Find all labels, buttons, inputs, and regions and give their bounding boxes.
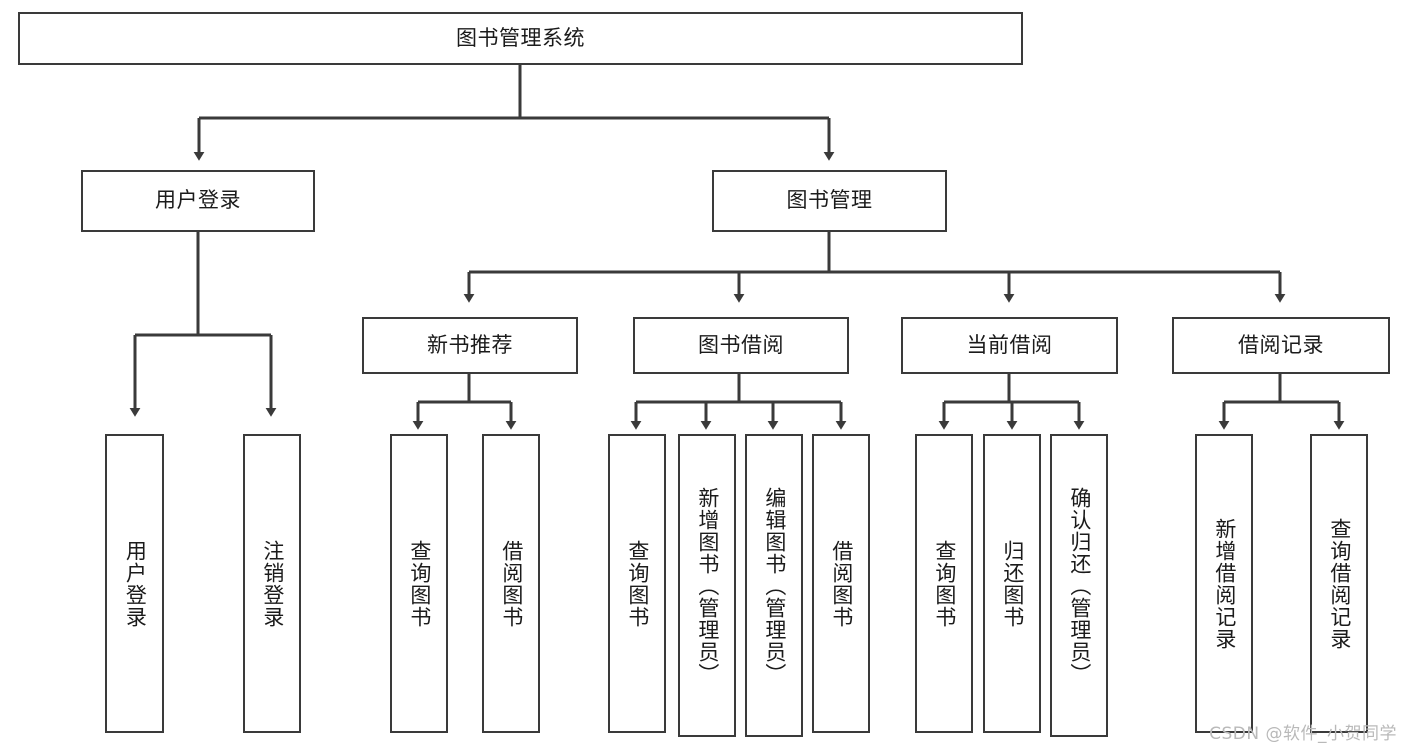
node-leaf-query-book-recommend[interactable]: 查询图书 <box>390 434 448 733</box>
node-label: 注销登录 <box>260 539 285 628</box>
node-label: 借阅图书 <box>499 539 524 628</box>
node-root-book-management-system[interactable]: 图书管理系统 <box>18 12 1023 65</box>
node-label: 借阅记录 <box>1238 332 1324 357</box>
node-label: 用户登录 <box>123 539 148 628</box>
node-leaf-borrow-book-recommend[interactable]: 借阅图书 <box>482 434 540 733</box>
node-label: 编辑图书（管理员） <box>762 486 787 685</box>
node-book-manage[interactable]: 图书管理 <box>712 170 947 232</box>
node-leaf-query-book-current[interactable]: 查询图书 <box>915 434 973 733</box>
node-label: 当前借阅 <box>966 332 1053 357</box>
node-label: 查询图书 <box>407 539 432 628</box>
node-leaf-borrow-book[interactable]: 借阅图书 <box>812 434 870 733</box>
node-label: 确认归还（管理员） <box>1067 486 1092 685</box>
node-label: 用户登录 <box>155 188 241 213</box>
node-label: 查询借阅记录 <box>1327 517 1352 650</box>
node-label: 查询图书 <box>932 539 957 628</box>
node-leaf-user-login[interactable]: 用户登录 <box>105 434 164 733</box>
node-user-login[interactable]: 用户登录 <box>81 170 315 232</box>
node-leaf-confirm-return-admin[interactable]: 确认归还（管理员） <box>1050 434 1108 737</box>
node-leaf-edit-book-admin[interactable]: 编辑图书（管理员） <box>745 434 803 737</box>
node-label: 借阅图书 <box>829 539 854 628</box>
node-label: 归还图书 <box>1000 539 1025 628</box>
node-label: 图书管理 <box>786 188 873 213</box>
node-current-borrow[interactable]: 当前借阅 <box>901 317 1118 374</box>
node-new-book-recommend[interactable]: 新书推荐 <box>362 317 578 374</box>
node-leaf-query-book-borrow[interactable]: 查询图书 <box>608 434 666 733</box>
node-label: 图书借阅 <box>698 332 784 357</box>
node-label: 新书推荐 <box>427 332 513 357</box>
node-borrow-record[interactable]: 借阅记录 <box>1172 317 1390 374</box>
node-leaf-logout-login[interactable]: 注销登录 <box>243 434 301 733</box>
node-book-borrow[interactable]: 图书借阅 <box>633 317 849 374</box>
node-leaf-add-book-admin[interactable]: 新增图书（管理员） <box>678 434 736 737</box>
node-leaf-query-borrow-record[interactable]: 查询借阅记录 <box>1310 434 1368 733</box>
node-label: 图书管理系统 <box>456 25 585 50</box>
node-leaf-return-book[interactable]: 归还图书 <box>983 434 1041 733</box>
node-label: 新增借阅记录 <box>1212 517 1237 650</box>
node-label: 查询图书 <box>625 539 650 628</box>
node-leaf-add-borrow-record[interactable]: 新增借阅记录 <box>1195 434 1253 733</box>
node-label: 新增图书（管理员） <box>695 486 720 685</box>
